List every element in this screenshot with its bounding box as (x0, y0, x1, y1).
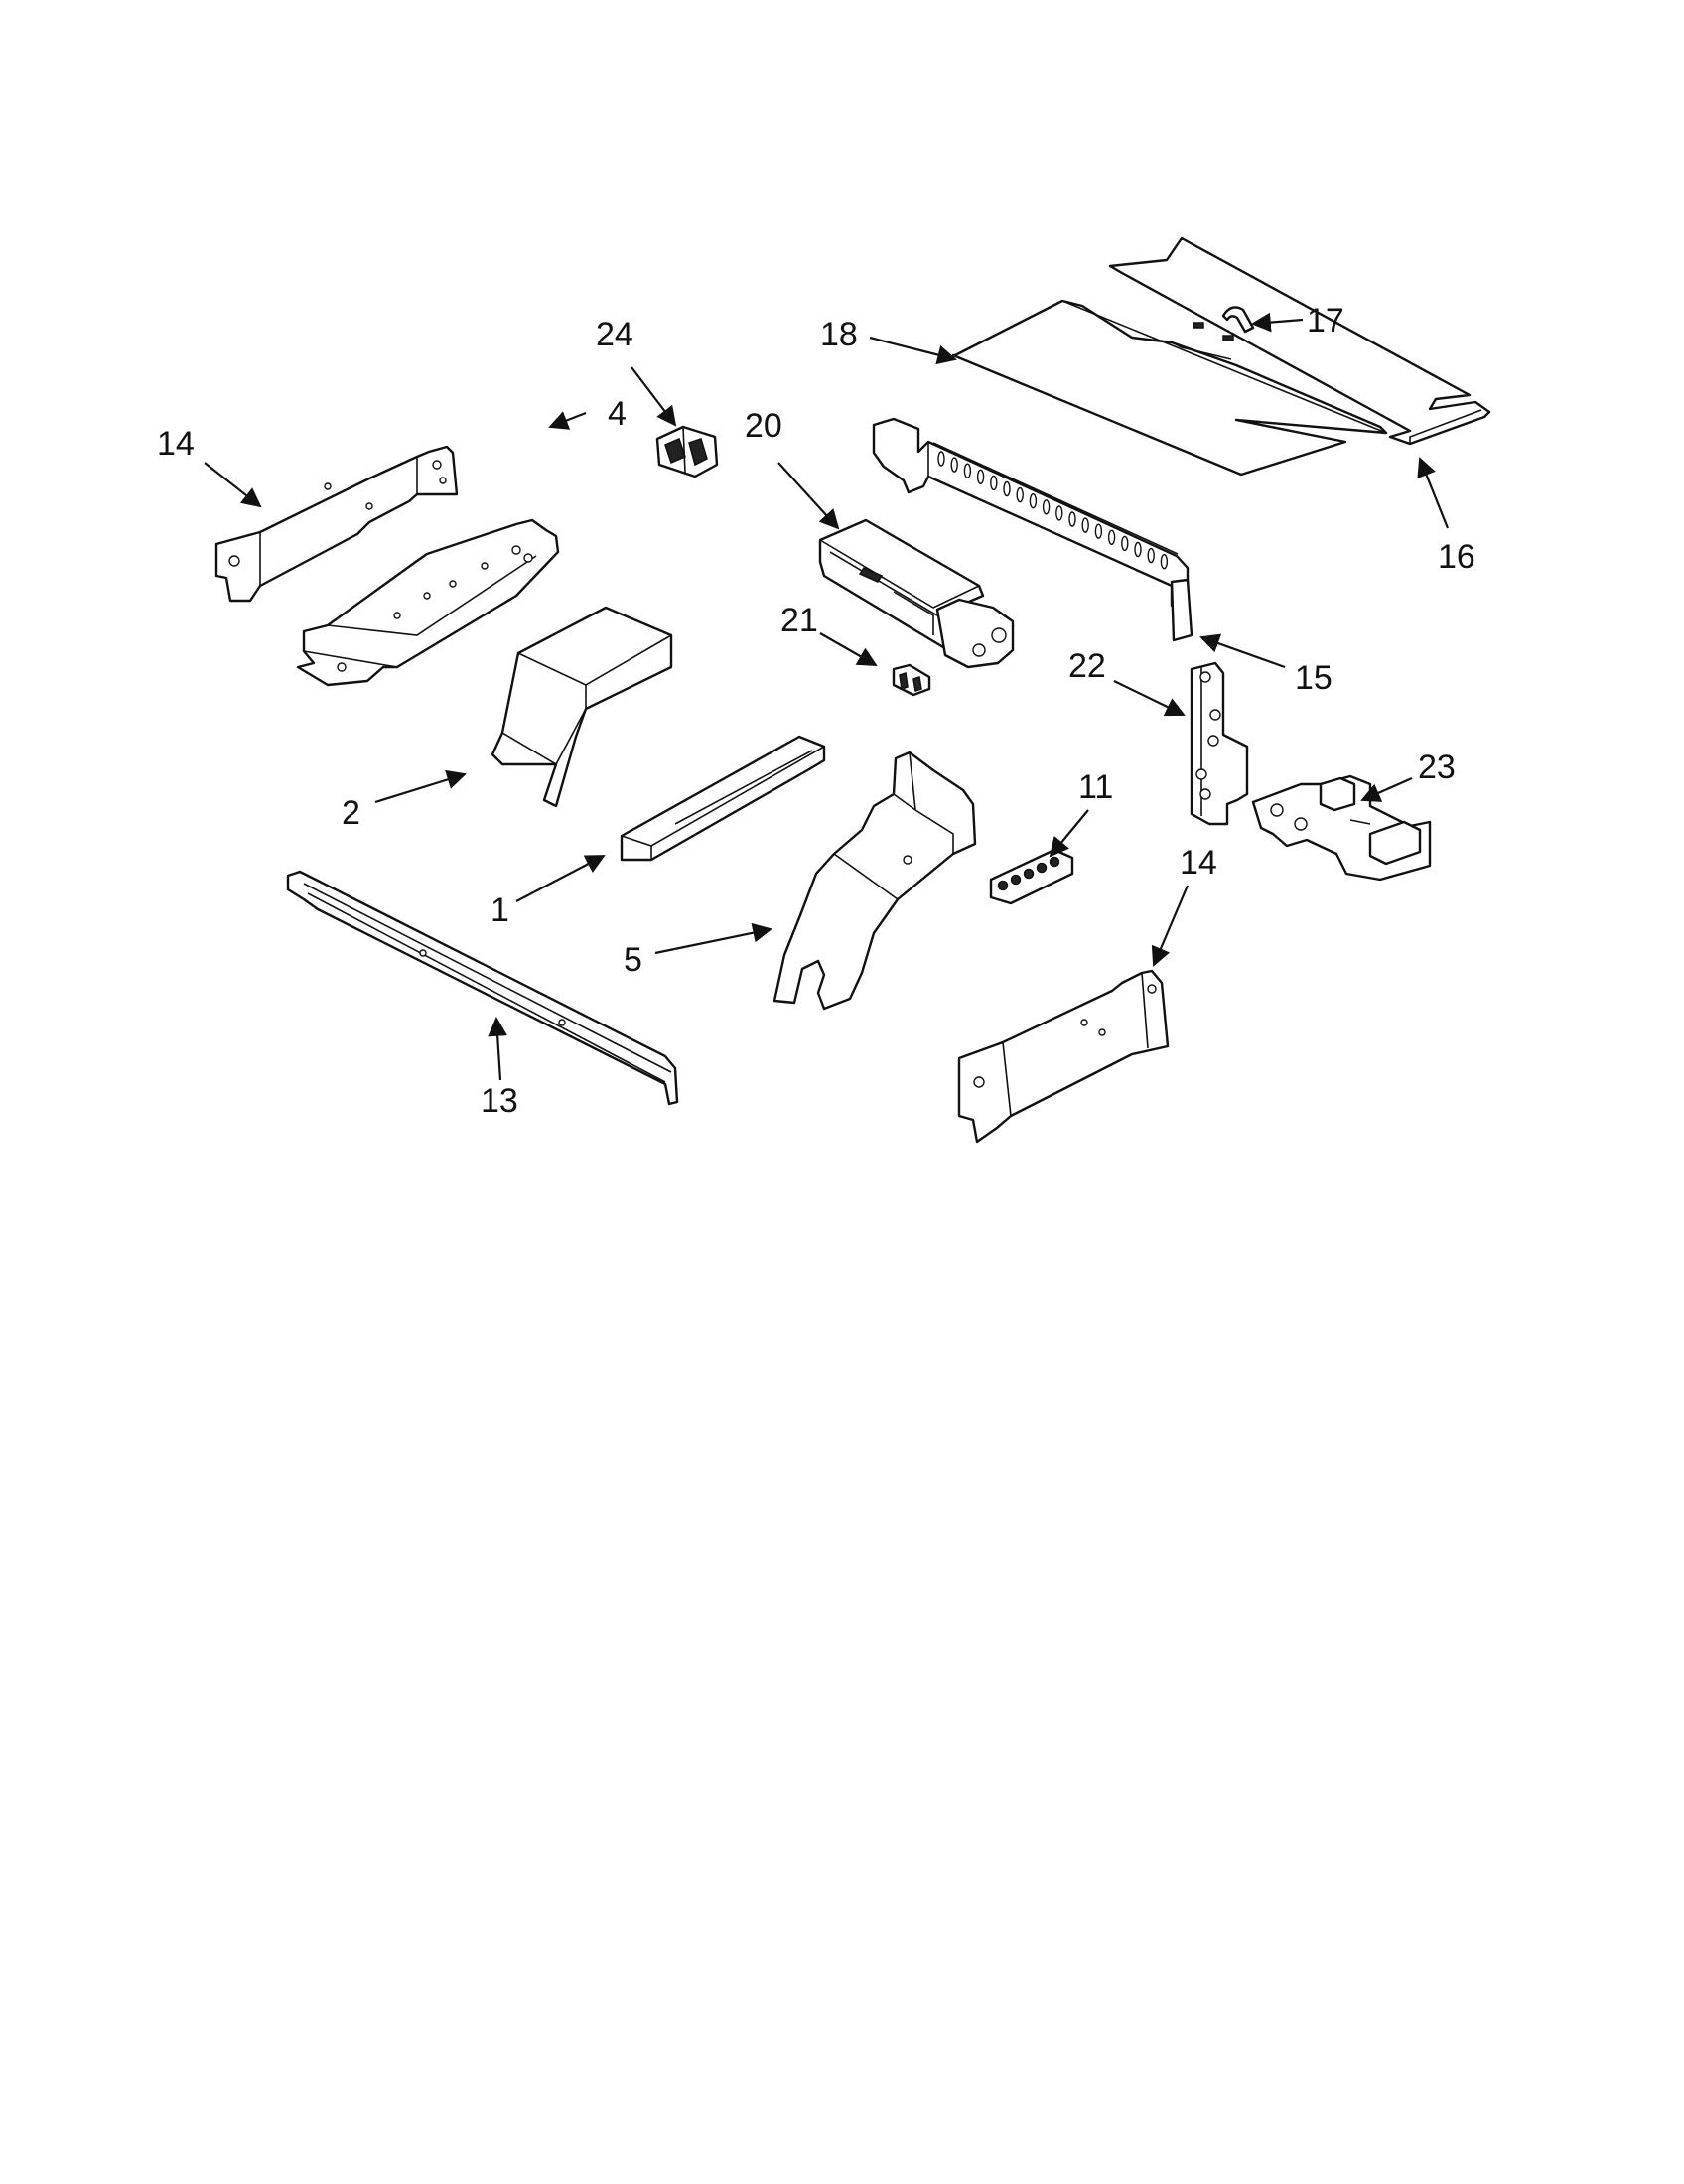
leader-14b (1151, 885, 1190, 967)
rail-slot (1107, 529, 1116, 545)
callout-15: 15 (1295, 659, 1333, 697)
callout-1: 1 (491, 891, 509, 929)
rail-slot (1094, 523, 1103, 539)
rail-slot (1029, 493, 1038, 509)
leader-21 (819, 632, 878, 666)
rail-slot (1160, 554, 1169, 570)
leader-11 (1049, 809, 1089, 858)
callout-22: 22 (1068, 647, 1106, 685)
part-15-slotted-rail (872, 417, 1193, 642)
rail-slot (963, 463, 972, 478)
part-21-small-block (892, 663, 931, 697)
rail-slot (1147, 547, 1155, 564)
terminal-screw (1010, 874, 1022, 886)
leader-17 (1251, 312, 1304, 333)
rail-slot (1081, 517, 1089, 533)
leader-22 (1113, 680, 1186, 717)
leader-14a (204, 462, 262, 508)
terminal-screw (997, 880, 1009, 891)
rail-slot (1121, 535, 1129, 552)
part-14-upper-bracket (214, 445, 459, 603)
rail-slots (937, 451, 1169, 570)
terminal-screw (1023, 868, 1035, 880)
callout-11: 11 (1078, 768, 1113, 806)
part-18-shield-panel (951, 299, 1388, 477)
callout-21: 21 (780, 602, 818, 639)
rail-slot (1134, 541, 1142, 558)
leader-5 (654, 922, 772, 955)
part-16-top-panel (1108, 236, 1491, 446)
terminal-screw (1036, 862, 1048, 874)
callout-23: 23 (1418, 749, 1456, 786)
leader-lines (204, 312, 1450, 1081)
leader-24 (631, 366, 677, 427)
rail-slot (990, 475, 998, 491)
part-13-long-rail (286, 870, 679, 1106)
rail-slot (1055, 505, 1063, 521)
callout-16: 16 (1438, 538, 1475, 576)
rail-slot (950, 457, 958, 473)
part-22-vertical-bracket (1190, 661, 1249, 826)
part-17-clip (1193, 306, 1255, 341)
rail-slot (976, 469, 985, 484)
part-2-duct (491, 606, 673, 808)
callout-20: 20 (745, 407, 782, 445)
leader-13 (488, 1017, 508, 1081)
part-24-terminal-block (655, 425, 719, 478)
callout-14-upper: 14 (157, 425, 195, 463)
rail-slot (1068, 511, 1076, 527)
callout-14-lower: 14 (1180, 844, 1217, 882)
rail-slot (1042, 499, 1051, 515)
part-4-mounting-plate (296, 518, 560, 687)
part-5-shroud (772, 751, 977, 1011)
callout-17: 17 (1307, 302, 1344, 340)
callout-24: 24 (596, 316, 633, 353)
leader-15 (1199, 633, 1286, 669)
rail-slot (937, 451, 945, 467)
leader-20 (777, 462, 840, 530)
leader-4 (548, 411, 587, 430)
callout-18: 18 (820, 316, 858, 353)
leader-1 (515, 855, 606, 902)
callout-labels: 24 18 17 14 4 20 16 21 15 22 23 2 11 1 1… (157, 302, 1475, 1120)
rail-slot (1016, 486, 1024, 503)
callout-4: 4 (608, 395, 627, 433)
callout-5: 5 (624, 941, 642, 979)
rail-slot (1003, 480, 1011, 497)
part-14-lower-bracket (957, 969, 1170, 1144)
part-23-thermostat-plate (1251, 774, 1432, 882)
terminal-screw (1049, 856, 1060, 868)
part-20-latch-assembly (818, 518, 1015, 669)
part-11-terminal-strip (989, 848, 1074, 905)
callout-2: 2 (342, 794, 360, 832)
part-1-channel (620, 735, 826, 862)
leader-23 (1360, 776, 1413, 802)
callout-13: 13 (481, 1082, 518, 1120)
leader-2 (374, 769, 467, 804)
leader-16 (1417, 457, 1450, 529)
leader-18 (869, 336, 957, 365)
